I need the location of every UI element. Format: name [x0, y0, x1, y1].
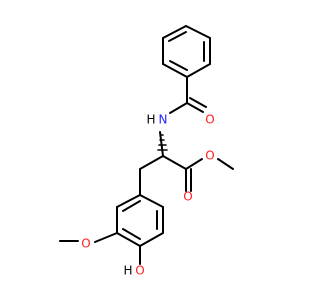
- methoxy-o-label: O: [81, 237, 90, 251]
- amide-carbonyl-double-bond: [189, 97, 207, 108]
- amide-carbonyl-double-bond: [186, 102, 204, 113]
- phenol-h-label: H: [123, 264, 132, 278]
- benzoyl-ring-inner-bond: [168, 31, 187, 42]
- benzoyl-ring-bond: [185, 25, 211, 39]
- nh-h-label: H: [146, 113, 155, 127]
- aryl-ring-bond: [139, 232, 164, 247]
- amide-o-label: O: [205, 113, 214, 127]
- methoxy-bond: [94, 232, 118, 243]
- n-to-alpha-carbon-bond: [159, 131, 164, 157]
- aryl-ring-bond: [116, 194, 141, 208]
- alpha-to-ester-carbon-bond: [162, 155, 187, 170]
- benzoyl-ring-bond: [162, 63, 188, 78]
- aryl-ring-inner-bond: [122, 200, 141, 212]
- ester-o-label: O: [205, 149, 214, 163]
- ester-double-o-label: O: [183, 190, 192, 204]
- benzoyl-ring-inner-bond: [169, 60, 188, 71]
- ester-methyl-bond: [217, 158, 234, 170]
- aryl-ring-bond: [139, 194, 164, 208]
- stereo-hash-bond: [157, 134, 168, 151]
- benzoyl-ring-bond: [186, 63, 211, 78]
- molecule-drawing: H N O O O O O H: [59, 25, 234, 278]
- phenol-o-label: O: [135, 264, 144, 278]
- aryl-ring-bond: [116, 232, 141, 247]
- amide-cn-bond: [169, 102, 188, 114]
- benzoyl-ring-bond: [162, 25, 187, 39]
- ester-single-bond: [185, 158, 203, 170]
- alpha-to-ch2-bond: [139, 155, 164, 170]
- aryl-ring-inner-bond: [122, 228, 141, 240]
- amide-n-label: N: [159, 113, 168, 127]
